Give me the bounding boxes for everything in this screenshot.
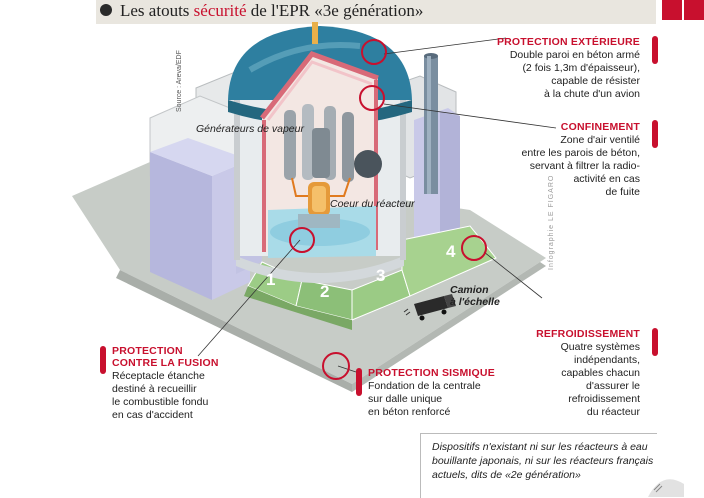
callout-exterior [361,39,387,65]
annotation-fusion-text: Réceptacle étanche destiné à recueillir … [112,370,209,421]
title-bar [96,0,656,24]
annotation-fusion-title-2: CONTRE LA FUSION [112,357,219,369]
label-steam-generators: Générateurs de vapeur [196,123,304,135]
page-curl [648,479,684,497]
zone-number-3: 3 [376,266,386,285]
corner-tab-top [662,0,682,20]
steam-generator-4 [342,112,354,182]
label-reactor-core: Coeur du réacteur [330,198,415,210]
bullet-confinement [652,120,658,148]
annotation-exterior-text: Double paroi en béton armé (2 fois 1,3m … [509,49,640,100]
bullet-seismic [356,368,362,396]
zone-number-4: 4 [446,242,456,261]
annotation-confinement-title: CONFINEMENT [560,121,640,133]
annotation-fusion-title-1: PROTECTION [112,345,183,357]
annotation-cooling-title: REFROIDISSEMENT [536,328,640,340]
source-credit: Source : Areva/EDF [176,50,183,112]
label-truck: Camion à l'échelle [450,284,500,308]
callout-fusion [289,227,315,253]
callout-confinement [359,85,385,111]
pressurizer [312,128,330,178]
callout-seismic [322,352,350,380]
left-building [150,152,212,300]
zone-number-1: 1 [266,270,276,289]
steam-generator-2 [302,104,314,180]
zone-number-2: 2 [320,282,330,301]
callout-cooling [461,235,487,261]
annotation-seismic-title: PROTECTION SISMIQUE [368,367,495,379]
annotation-seismic-text: Fondation de la centrale sur dalle uniqu… [368,380,481,418]
footnote-text: Dispositifs n'existant ni sur les réacte… [432,441,654,481]
annotation-cooling-text: Quatre systèmes indépendants, capables c… [560,341,640,418]
footnote-frame [420,433,657,498]
bullet-exterior [652,36,658,64]
page-title: Les atouts sécurité de l'EPR «3e générat… [120,1,424,20]
annotation-exterior-title: PROTECTION EXTÉRIEURE [496,36,640,48]
steam-generator-1 [284,110,296,180]
truck-icon [414,296,448,316]
corner-tab-top-right [684,0,704,20]
polar-crane-wheel [354,150,382,178]
title-bullet-icon [100,4,112,16]
bullet-cooling [652,328,658,356]
annotation-confinement-text: Zone d'air ventilé entre les parois de b… [521,134,641,198]
dome-top-vent [312,22,318,44]
bullet-fusion [100,346,106,374]
